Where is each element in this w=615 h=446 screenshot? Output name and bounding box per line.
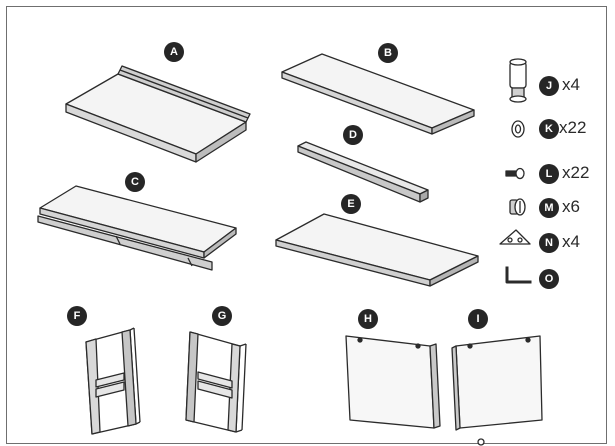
badge-m: M [539,198,559,218]
badge-g: G [212,306,232,326]
part-d-rail [297,141,429,203]
cam-lock-icon [509,198,526,216]
badge-i: I [468,309,488,329]
badge-b: B [378,43,398,63]
qty-j: x4 [562,75,580,94]
part-c-base [37,185,237,271]
leveling-foot-icon [509,58,527,103]
part-f-side-frame [85,327,141,435]
allen-key-icon [505,266,532,284]
qty-n: x4 [562,232,580,251]
screw-icon [505,167,525,180]
part-g-side-frame [185,331,247,433]
part-h-back-panel [345,335,441,429]
qty-l: x22 [562,163,590,182]
washer-icon [511,120,525,138]
part-b-board [281,53,475,135]
badge-a: A [164,42,184,62]
part-i-back-panel [451,335,543,431]
qty-m: x6 [562,197,580,216]
badge-l: L [539,164,559,184]
badge-f: F [67,306,87,326]
mark-dot [477,438,485,446]
badge-h: H [358,309,378,329]
badge-d: D [343,125,363,145]
badge-e: E [341,194,361,214]
qty-k: x22 [559,118,587,137]
part-a-shelf [65,65,251,163]
badge-o: O [539,269,559,289]
badge-j: J [539,76,559,96]
badge-n: N [539,233,559,253]
badge-c: C [125,172,145,192]
corner-bracket-icon [499,229,531,245]
badge-k: K [539,119,559,139]
part-e-panel [275,213,479,287]
